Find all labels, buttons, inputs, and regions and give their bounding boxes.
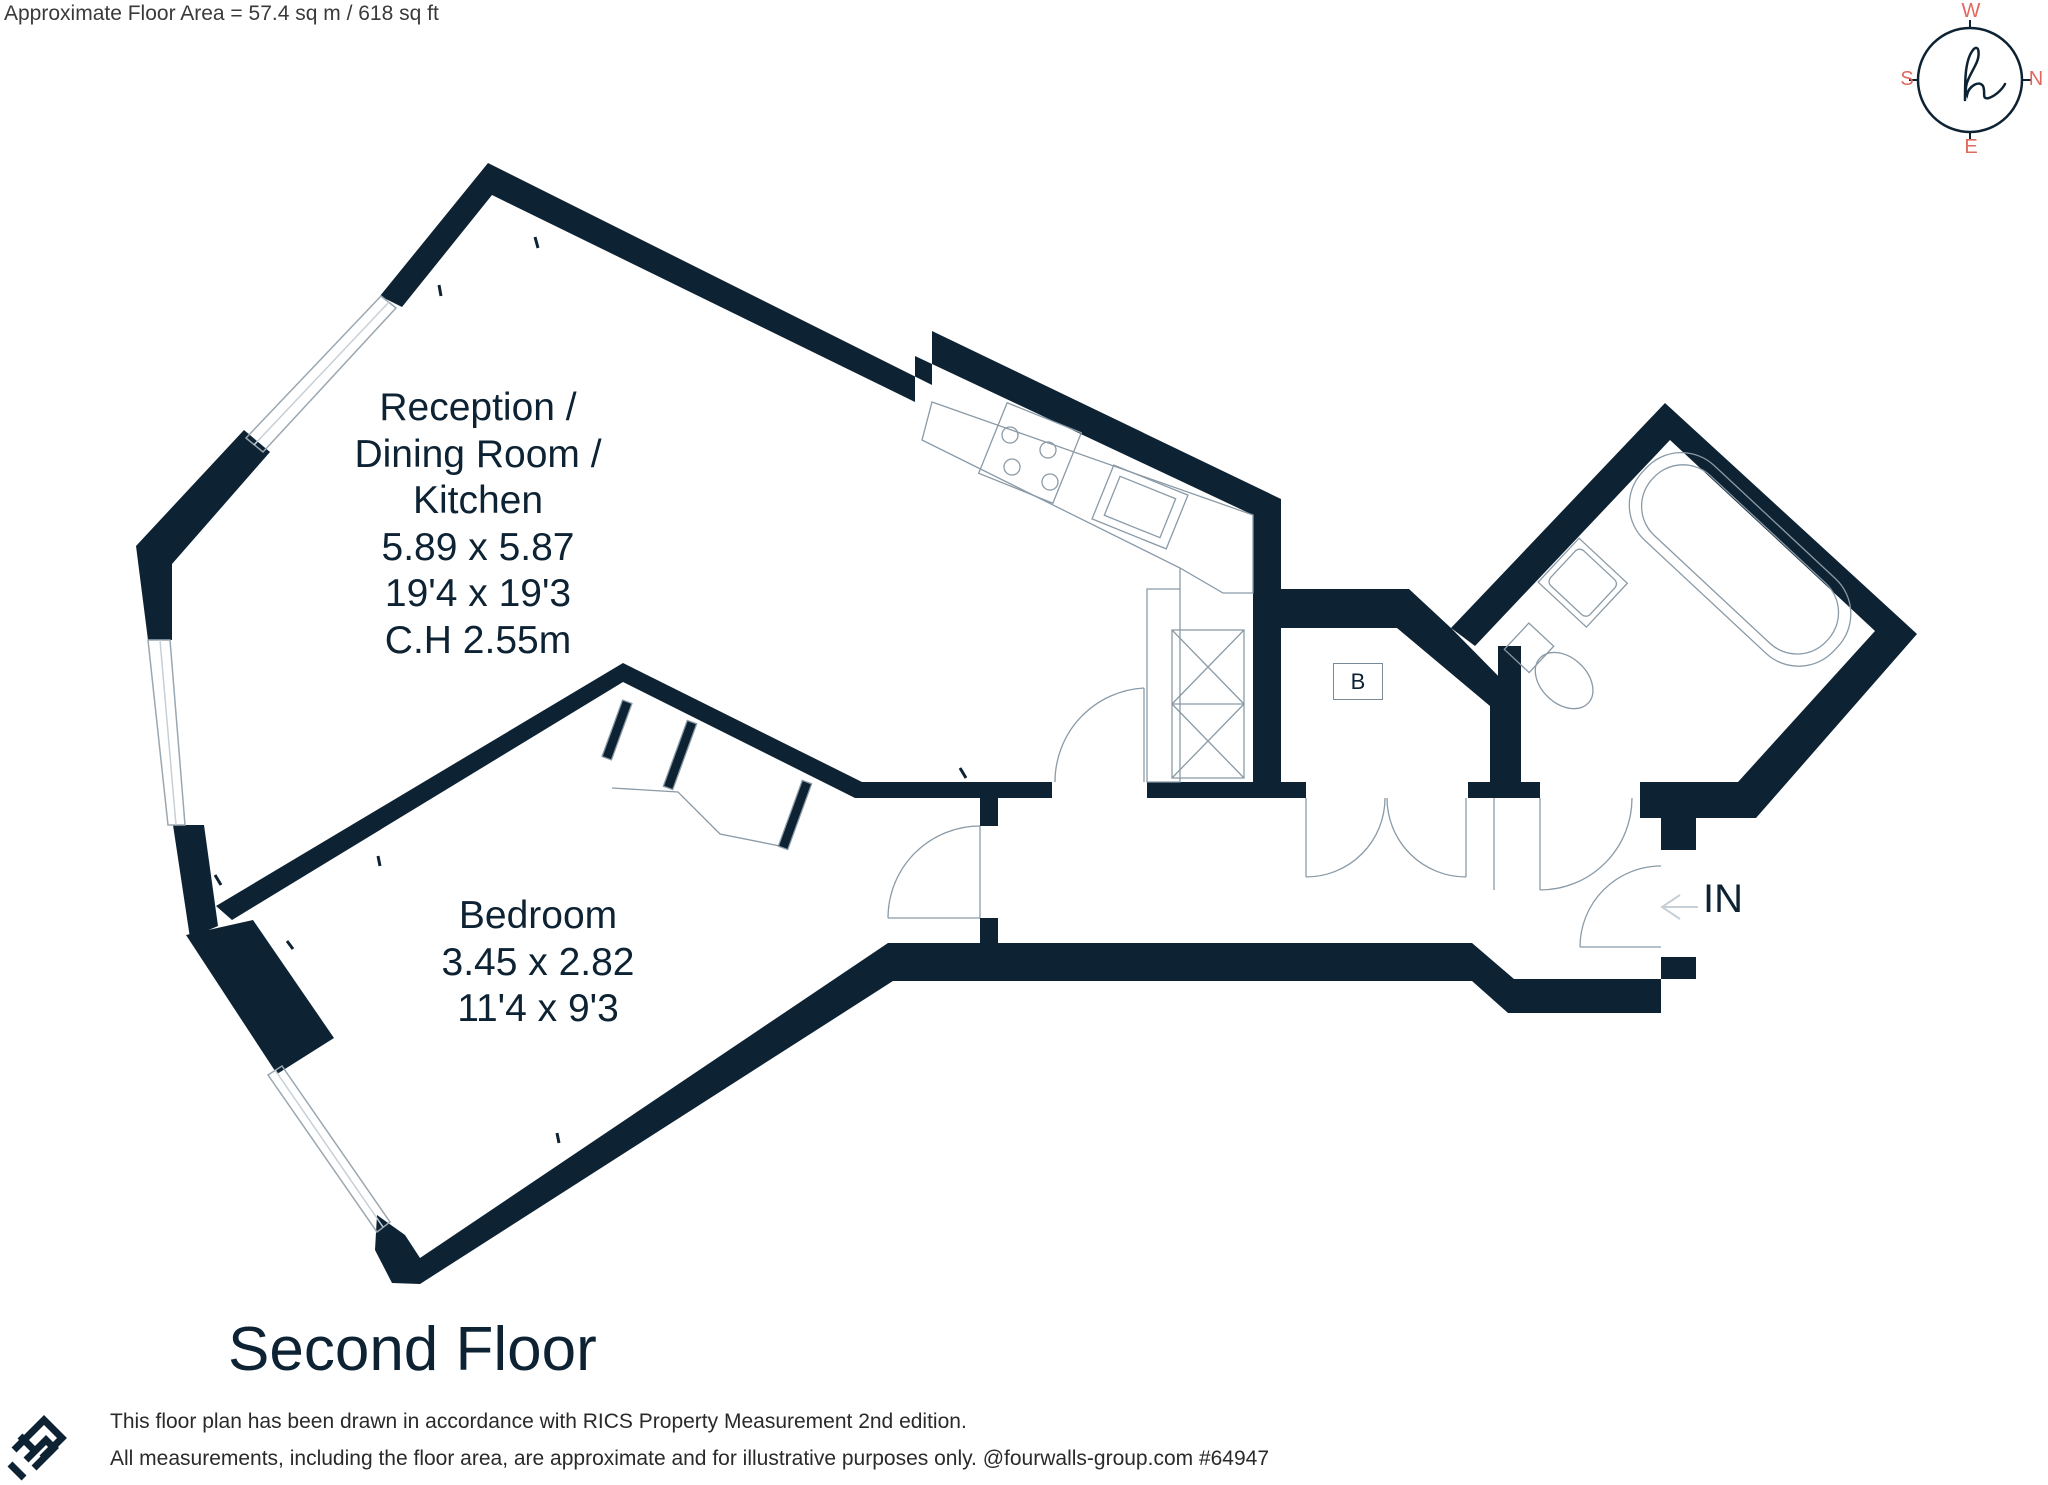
window-reception-left (147, 639, 186, 826)
entrance-arrow-icon (1660, 894, 1698, 920)
compass-icon: W S N E (1893, 0, 2048, 160)
windows (147, 294, 398, 1234)
monogram-h-icon (1963, 46, 2007, 102)
window-bedroom-left (266, 1064, 392, 1234)
wall-reception-top (380, 163, 1281, 593)
kitchen-fixtures (921, 401, 1254, 783)
walls (136, 163, 1917, 1284)
wall-stub-corridor-1 (980, 798, 998, 826)
room-name: Bedroom (458, 894, 618, 937)
wall-boiler-diagonal (1397, 589, 1516, 798)
door-bedroom (887, 825, 981, 919)
entrance-label: IN (1703, 877, 1743, 921)
tick-marks (213, 236, 968, 1144)
wall-bathroom-left (1498, 646, 1521, 798)
wall-boiler-bottom-left (1253, 782, 1306, 798)
disclaimer-measurements: All measurements, including the floor ar… (110, 1447, 1270, 1470)
basin-icon (1537, 537, 1629, 629)
door-bathroom (1493, 797, 1633, 891)
bath-icon (1628, 451, 1852, 667)
bathroom-fixtures (1503, 451, 1852, 710)
room-label-bedroom: Bedroom 3.45 x 2.82 11'4 x 9'3 (378, 893, 698, 1033)
boiler-cupboard-label: B (1333, 663, 1383, 700)
door-boiler-double (1305, 797, 1467, 878)
room-dimensions-imperial: 11'4 x 9'3 (457, 987, 619, 1030)
door-reception (1054, 687, 1145, 783)
disclaimer-rics: This floor plan has been drawn in accord… (110, 1410, 967, 1433)
room-dimensions-metric: 3.45 x 2.82 (441, 940, 635, 984)
room-name-line: Reception / (379, 386, 577, 429)
logo-mark (7, 1415, 67, 1481)
wall-boiler-top (1281, 589, 1409, 628)
wall-left-lower (173, 825, 218, 938)
compass-south: S (1900, 68, 1914, 90)
wall-bedroom-reception-divider (216, 663, 1052, 920)
room-ceiling-height: C.H 2.55m (384, 618, 572, 662)
doors (601, 687, 1662, 948)
room-name-line: Kitchen (412, 479, 544, 522)
toilet-icon (1503, 622, 1594, 710)
room-dimensions-metric: 5.89 x 5.87 (381, 525, 575, 569)
kitchen-worktop (921, 401, 1254, 783)
window-reception-upper (244, 294, 398, 454)
compass-rose (1909, 20, 2031, 140)
floor-area-summary: Approximate Floor Area = 57.4 sq m / 618… (4, 2, 439, 25)
compass-west: W (1961, 0, 1981, 22)
room-name-line: Dining Room / (354, 432, 602, 476)
door-entrance (1579, 865, 1662, 948)
wall-reception-left-upper (136, 430, 270, 640)
wall-bedroom-bottom (375, 943, 1696, 1284)
wall-bathroom-outer (1451, 403, 1917, 818)
floor-name-title: Second Floor (228, 1315, 597, 1384)
sink-icon (1091, 464, 1189, 550)
door-wardrobe (601, 699, 813, 851)
wall-stub-corridor-2 (980, 918, 998, 943)
room-dimensions-imperial: 19'4 x 19'3 (384, 572, 572, 615)
wall-bedroom-corner-pier (186, 920, 334, 1074)
wall-kitchen-right (1253, 593, 1281, 798)
hob-icon (977, 401, 1083, 505)
compass-north: N (2028, 68, 2044, 90)
room-label-reception: Reception / Dining Room / Kitchen 5.89 x… (278, 385, 678, 664)
compass-east: E (1964, 136, 1978, 158)
tall-unit-crossed (1171, 629, 1245, 779)
fourwalls-logo-icon (6, 1392, 68, 1484)
wall-entrance-jamb-bottom (1661, 957, 1696, 979)
wall-entrance-jamb-top (1661, 782, 1696, 850)
